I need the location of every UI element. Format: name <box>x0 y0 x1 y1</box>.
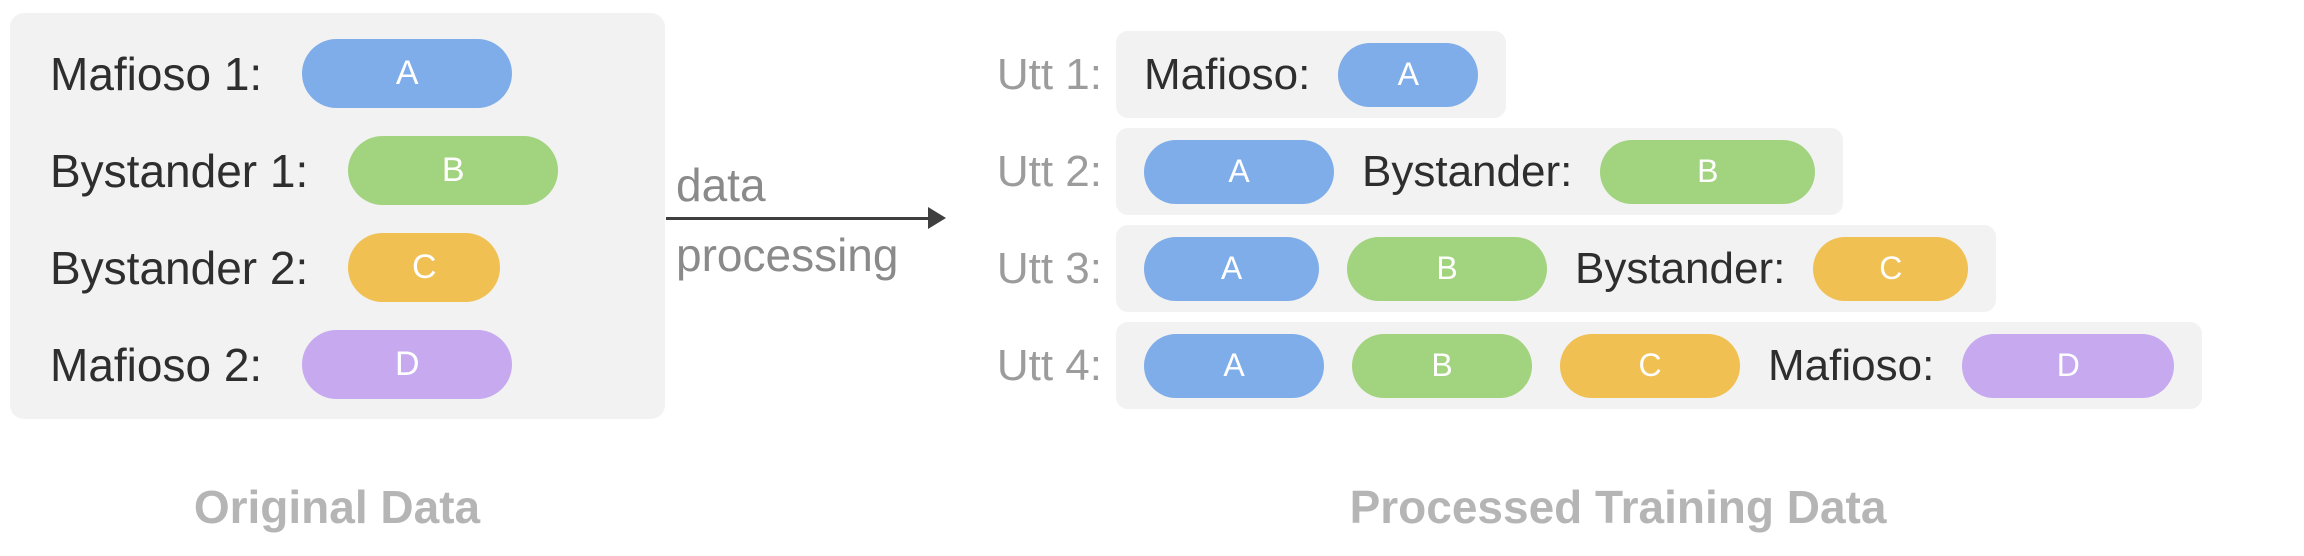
arrow-head-icon <box>928 207 946 229</box>
speaker-label: Bystander 2: <box>50 241 309 294</box>
speaker-label: Mafioso 1: <box>50 47 263 100</box>
original-row: Mafioso 1: A <box>50 39 665 108</box>
speaker-role-label: Mafioso: <box>1768 340 1935 390</box>
processed-training-data-caption: Processed Training Data <box>1349 481 1887 533</box>
speech-segment-pill-b: B <box>1600 139 1816 204</box>
speaker-label: Bystander 1: <box>50 144 309 197</box>
utterance-label: Utt 1: <box>996 49 1102 99</box>
original-row: Mafioso 2: D <box>50 330 665 399</box>
speech-segment-pill-a: A <box>1144 333 1324 398</box>
utterance-box: Mafioso: A <box>1116 31 1507 118</box>
processed-training-rows: Utt 1: Mafioso: A Utt 2: A Bystander: B Utt 3: A… <box>968 31 2203 409</box>
speaker-label: Mafioso 2: <box>50 338 263 391</box>
utterance-box: A Bystander: B <box>1116 128 1844 215</box>
original-data-caption: Original Data <box>193 481 481 533</box>
speech-segment-pill-b: B <box>1347 236 1547 301</box>
speech-segment-pill-b: B <box>1352 333 1532 398</box>
arrow-label-data: data <box>676 159 766 211</box>
utterance-label: Utt 3: <box>996 243 1102 293</box>
speech-segment-pill-a: A <box>302 39 513 108</box>
speech-segment-pill-c: C <box>1560 333 1740 398</box>
original-row: Bystander 1: B <box>50 136 665 205</box>
speech-segment-pill-b: B <box>348 136 559 205</box>
speech-segment-pill-a: A <box>1144 236 1319 301</box>
arrow-line <box>666 217 930 220</box>
speech-segment-pill-a: A <box>1338 42 1479 107</box>
utterance-label: Utt 2: <box>996 146 1102 196</box>
original-data-panel: Mafioso 1: A Bystander 1: B Bystander 2: C Maf… <box>10 13 665 419</box>
speech-segment-pill-d: D <box>302 330 513 399</box>
speaker-role-label: Bystander: <box>1362 146 1573 196</box>
speech-segment-pill-c: C <box>348 233 501 302</box>
utterance-row: Utt 2: A Bystander: B <box>968 128 2202 215</box>
speaker-role-label: Bystander: <box>1575 243 1786 293</box>
original-row: Bystander 2: C <box>50 233 665 302</box>
speech-segment-pill-d: D <box>1962 333 2175 398</box>
utterance-row: Utt 1: Mafioso: A <box>968 31 2202 118</box>
speech-segment-pill-c: C <box>1813 236 1969 301</box>
speech-segment-pill-a: A <box>1144 139 1334 204</box>
arrow-label-processing: processing <box>676 229 899 281</box>
speaker-role-label: Mafioso: <box>1144 49 1311 99</box>
utterance-label: Utt 4: <box>996 340 1102 390</box>
